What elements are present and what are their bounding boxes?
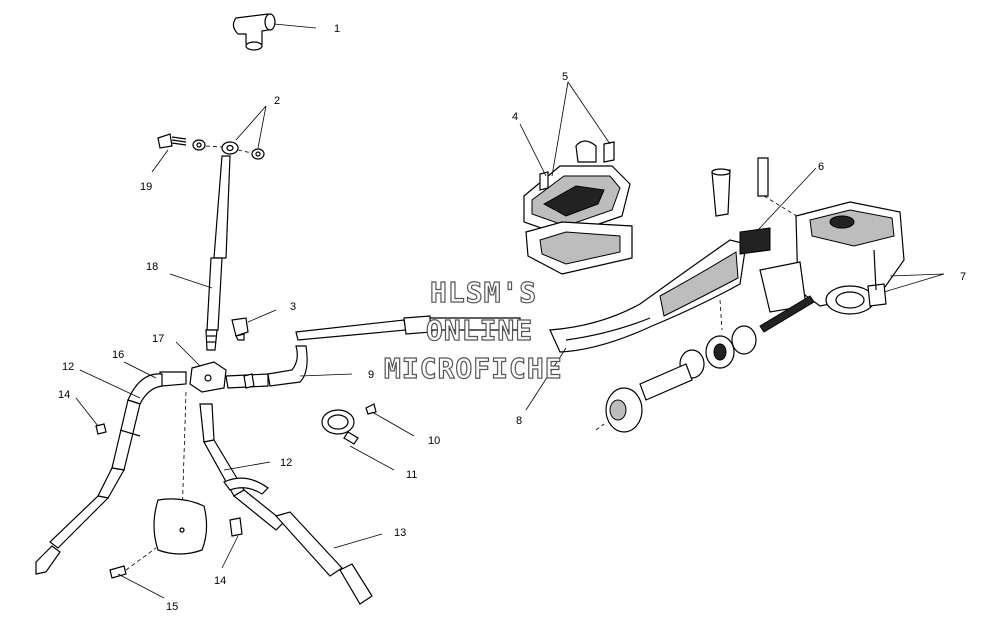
part-16-brake-hose [35,371,187,575]
callout-10: 10 [428,435,440,447]
callout-7: 7 [960,271,966,283]
callout-12: 12 [62,361,74,373]
callout-9: 9 [368,369,374,381]
callout-14: 14 [58,389,70,401]
watermark-line-2: ONLINE [426,314,533,347]
callout-4: 4 [512,111,518,123]
callout-numbers: 1 2 3 4 5 6 7 8 9 10 11 12 12 13 14 14 1… [58,23,966,613]
callout-19: 19 [140,181,152,193]
piston-assembly [595,295,815,433]
callout-14b: 14 [214,575,226,587]
part-1-tee-fitting [232,13,276,51]
callout-15: 15 [166,601,178,613]
leader-lines [75,23,945,599]
callout-17: 17 [152,333,164,345]
callout-16: 16 [112,349,124,361]
part-8-brake-lever [549,239,747,353]
part-11-clamp [321,403,377,445]
watermark-line-3: MICROFICHE [384,352,563,385]
part-15-plate [109,498,208,579]
callout-1: 1 [334,23,340,35]
watermark-line-1: HLSM'S [430,276,537,309]
part-17-junction-block [181,361,227,521]
callout-12b: 12 [280,457,292,469]
part-9-brake-line [225,315,521,389]
part-6-pivot-pin [711,157,801,331]
callout-11: 11 [406,469,417,481]
callout-3: 3 [290,301,296,313]
callout-5: 5 [562,71,568,83]
callout-8: 8 [516,415,522,427]
callout-13: 13 [394,527,406,539]
part-2-banjo-washers [157,133,265,160]
watermark: HLSM'S ONLINE MICROFICHE [383,275,563,385]
part-18-brake-line [205,155,231,351]
callout-6: 6 [818,161,824,173]
callout-2: 2 [274,95,280,107]
callout-18: 18 [146,261,158,273]
part-7-master-cylinder [759,201,905,315]
part-3-fitting [231,317,249,341]
part-4-reservoir-cover [523,140,633,275]
part-12-brake-hose [199,403,373,605]
